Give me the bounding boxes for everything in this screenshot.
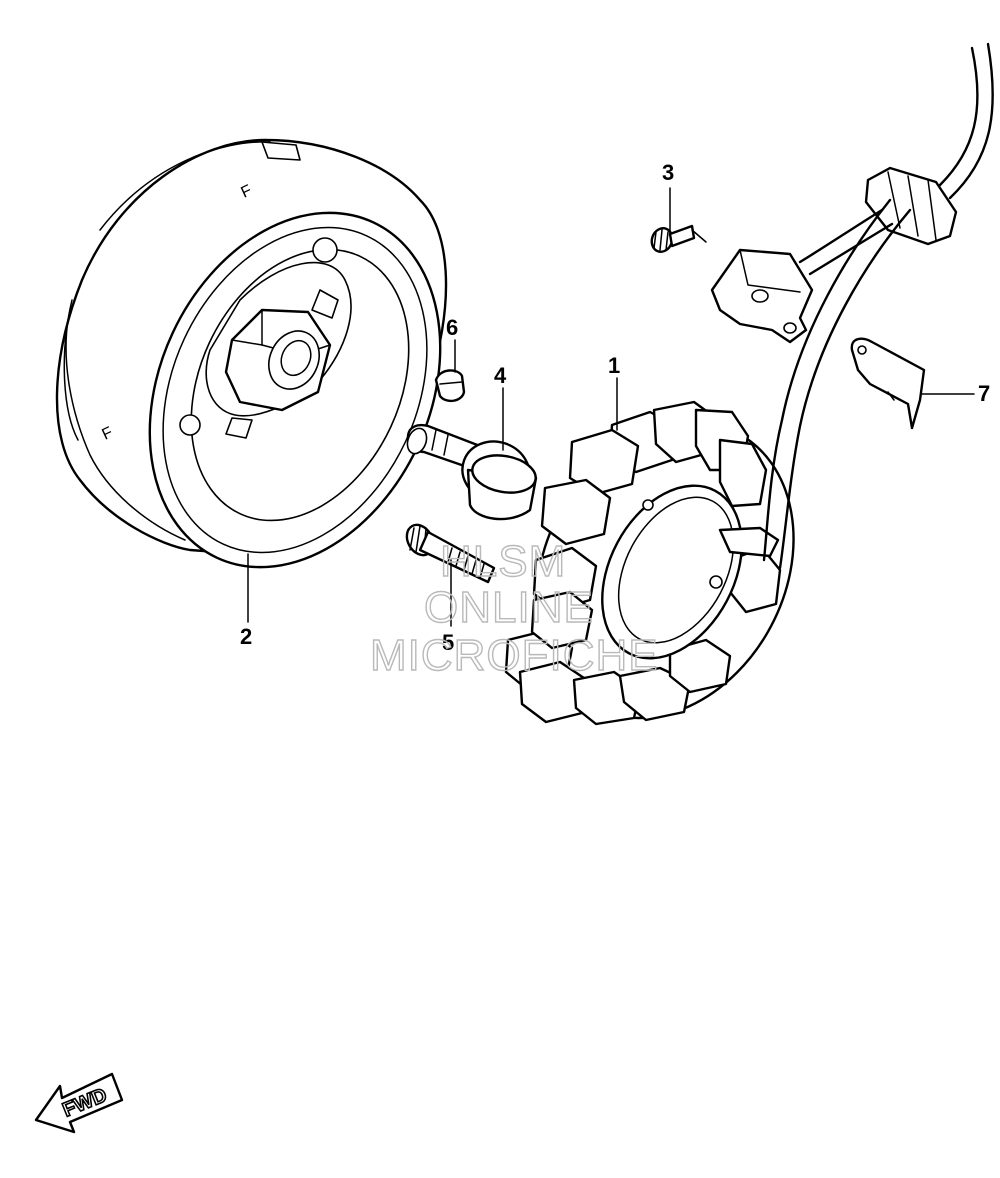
watermark-line-1: HLSM xyxy=(440,537,566,586)
watermark: HLSM ONLINE MICROFICHE xyxy=(369,536,659,680)
pickup-screw xyxy=(650,224,707,253)
callout-1: 1 xyxy=(608,353,620,378)
wire-harness xyxy=(762,42,994,570)
callout-2: 2 xyxy=(240,624,252,649)
fwd-arrow-icon: FWD xyxy=(34,1072,124,1134)
stator xyxy=(504,400,795,726)
callout-7: 7 xyxy=(978,381,990,406)
leader-lines xyxy=(247,187,975,627)
wire-clamp xyxy=(850,337,926,430)
pickup-coil xyxy=(710,248,814,344)
watermark-line-2: ONLINE xyxy=(424,583,594,632)
callout-5: 5 xyxy=(442,630,454,655)
watermark-line-3: MICROFICHE xyxy=(370,631,659,680)
callout-6: 6 xyxy=(446,315,458,340)
flywheel-rotor: F F xyxy=(55,138,448,569)
rotor-bolt xyxy=(406,423,538,521)
woodruff-key xyxy=(434,369,466,403)
callout-4: 4 xyxy=(494,363,507,388)
stator-screw xyxy=(405,523,496,584)
callout-3: 3 xyxy=(662,160,674,185)
